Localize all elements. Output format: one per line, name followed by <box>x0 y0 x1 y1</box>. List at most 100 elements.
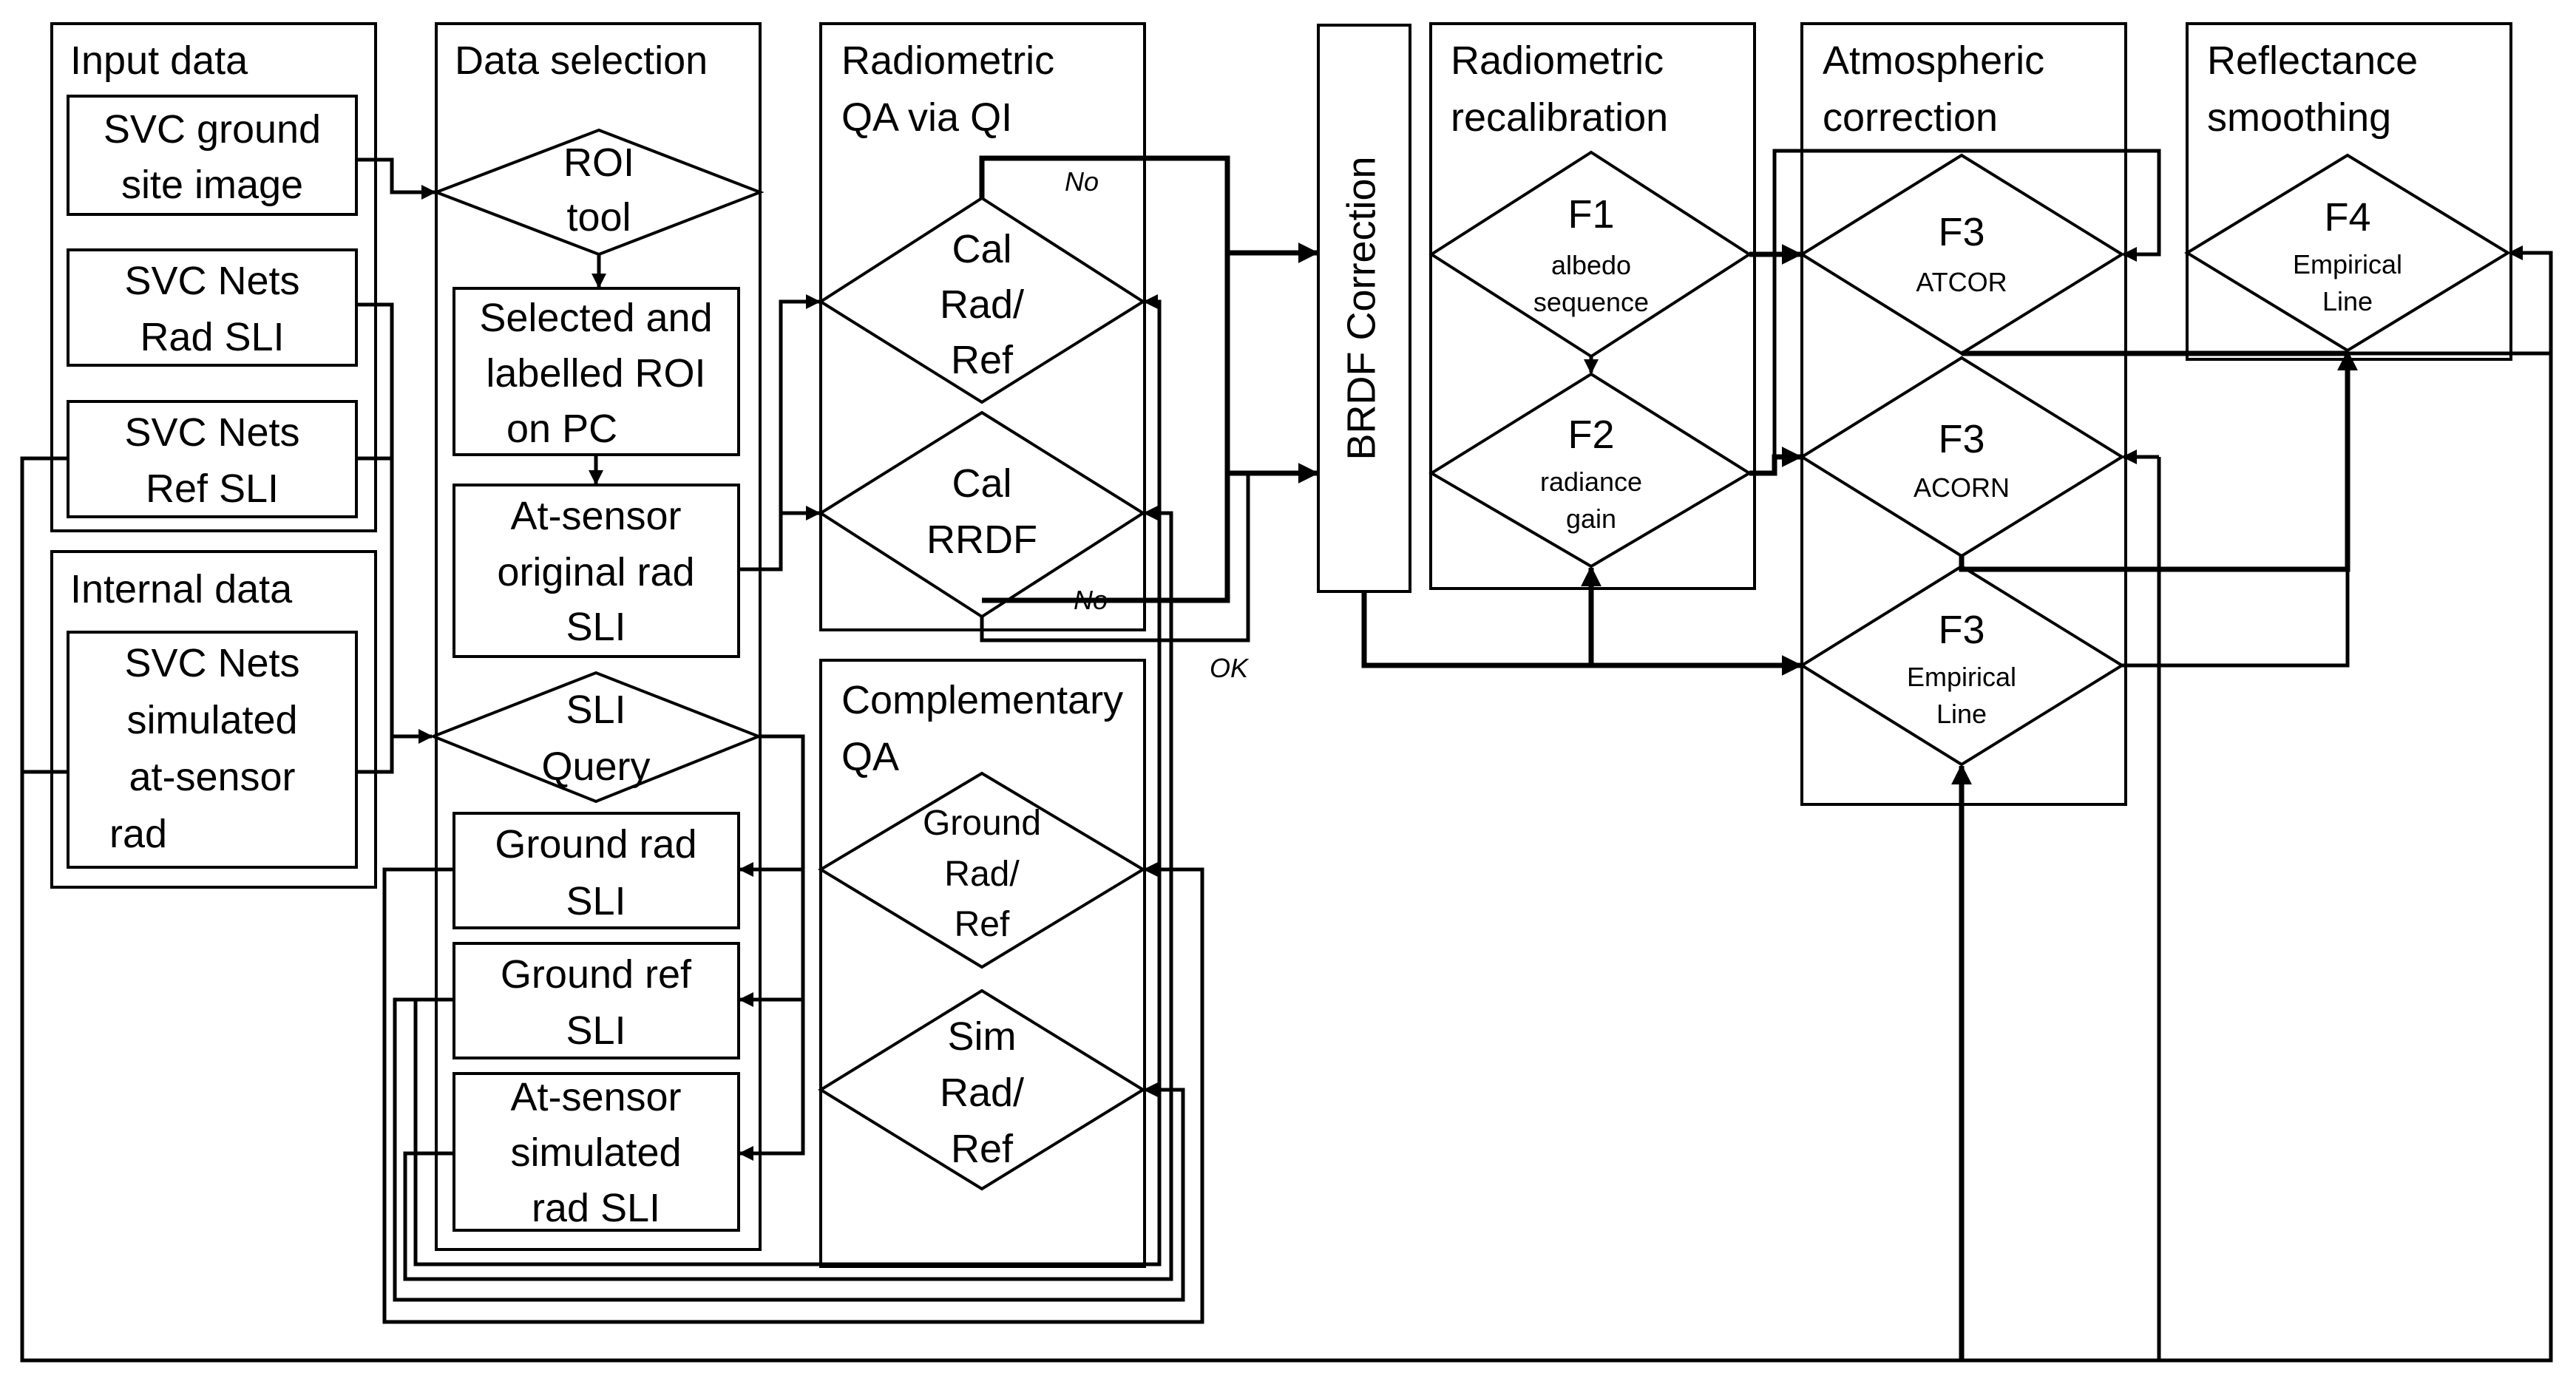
diamond-cal-rad-ref: Cal Rad/ Ref <box>818 196 1146 404</box>
box-text: SVC ground <box>104 107 321 152</box>
box-text: SLI <box>566 605 626 649</box>
diamond-title: F3 <box>1938 417 1984 461</box>
diamond-text: Cal <box>952 227 1011 271</box>
diamond-ground-rad-ref: Ground Rad/ Ref <box>818 771 1146 969</box>
box-text: SLI <box>566 879 626 923</box>
diamond-text: Ref <box>951 1127 1014 1171</box>
diamond-text: albedo <box>1551 250 1631 280</box>
panel-title-data-selection: Data selection <box>455 38 708 83</box>
diamond-sim-rad-ref: Sim Rad/ Ref <box>818 988 1146 1191</box>
line-ok-path <box>980 473 1250 642</box>
arrow-at-sensor-to-cal-rad <box>739 294 821 572</box>
box-text: Ground rad <box>495 822 696 867</box>
arrow-brdf-to-f2 <box>1361 566 1601 668</box>
box-text: SVC Nets <box>124 410 299 455</box>
diamond-text: Rad/ <box>944 855 1020 894</box>
diamond-text: sequence <box>1533 287 1649 317</box>
panel-title-atmospheric-2: correction <box>1823 95 1998 140</box>
diamond-title: F3 <box>1938 210 1984 254</box>
line-no-loop <box>979 155 1230 603</box>
panel-title-reflectance-1: Reflectance <box>2207 38 2418 83</box>
diamond-roi-tool: ROI tool <box>432 128 765 257</box>
panel-title-reflectance-2: smoothing <box>2207 95 2391 140</box>
connectors <box>20 149 2553 1363</box>
box-at-sensor-original-rad: At-sensor original rad SLI <box>453 484 740 658</box>
diamond-text: Empirical <box>1907 662 2016 692</box>
diamond-text: ACORN <box>1914 472 2010 503</box>
box-text: SVC Nets <box>124 641 299 685</box>
label-no-top: No <box>1065 166 1099 197</box>
panel-title-internal-data: Internal data <box>70 567 293 611</box>
diamond-text: Ref <box>951 338 1014 382</box>
arrow-ground-image-to-roi <box>356 157 436 200</box>
box-svc-nets-ref-sli: SVC Nets Ref SLI <box>67 400 358 518</box>
box-text: SVC Nets <box>124 259 299 303</box>
diamond-cal-rrdf: Cal RRDF <box>818 410 1146 619</box>
line-el-to-f4 <box>2122 569 2350 668</box>
arrow-sim-sli-to-cal <box>403 506 1173 1281</box>
box-text: simulated <box>510 1130 681 1175</box>
box-selected-labelled-roi: Selected and labelled ROI on PC <box>453 287 740 456</box>
diamond-title: F3 <box>1938 608 1984 652</box>
diamond-text: Ground <box>923 804 1041 843</box>
box-svc-ground-site-image: SVC ground site image <box>67 95 358 216</box>
panel-brdf-correction: BRDF Correction <box>1317 24 1411 593</box>
box-svc-nets-rad-sli: SVC Nets Rad SLI <box>67 248 358 367</box>
panel-title-recalibration-1: Radiometric <box>1451 38 1664 83</box>
arrow-ground-rad-to-qa <box>382 862 1204 1324</box>
diamond-title: F2 <box>1567 413 1614 457</box>
arrow-loop-to-atcor <box>1772 149 2161 457</box>
box-ground-ref-sli: Ground ref SLI <box>453 942 740 1059</box>
panel-title-input-data: Input data <box>70 38 248 83</box>
box-text: site image <box>121 163 303 207</box>
box-text: labelled ROI <box>486 351 705 396</box>
panel-title-radiometric-qa-2: QA via QI <box>841 95 1012 140</box>
box-text: Ground ref <box>501 952 692 997</box>
box-text: at-sensor <box>129 755 295 799</box>
panel-title-brdf-correction: BRDF Correction <box>1339 156 1383 460</box>
box-text: rad SLI <box>532 1186 660 1230</box>
panel-title-recalibration-2: recalibration <box>1451 95 1668 140</box>
box-text: rad <box>109 812 167 856</box>
diamond-sli-query: SLI Query <box>429 671 763 804</box>
box-text: Rad SLI <box>140 315 284 359</box>
diamond-text: Line <box>1936 699 1987 729</box>
panel-title-radiometric-qa-1: Radiometric <box>841 38 1054 83</box>
diamond-text: ROI <box>563 140 634 185</box>
box-ground-rad-sli: Ground rad SLI <box>453 812 740 929</box>
panel-title-atmospheric-1: Atmospheric <box>1823 38 2044 83</box>
line-sli-bus <box>356 302 394 774</box>
box-text: Ref SLI <box>146 467 279 511</box>
diamond-text: ATCOR <box>1916 267 2007 297</box>
box-text: simulated <box>126 698 297 742</box>
box-svc-nets-simulated: SVC Nets simulated at-sensor rad <box>67 631 358 869</box>
box-text: At-sensor <box>510 494 681 538</box>
diamond-title: F4 <box>2324 195 2370 240</box>
box-text: original rad <box>497 550 694 594</box>
diamond-text: gain <box>1566 503 1616 534</box>
diamond-text: radiance <box>1540 467 1642 497</box>
panel-title-complementary-qa-2: QA <box>841 735 899 779</box>
diamond-f2-radiance-gain: F2 radiance gain <box>1428 372 1752 569</box>
diamond-title: F1 <box>1567 192 1614 237</box>
diamond-text: tool <box>566 195 631 240</box>
box-text: SLI <box>566 1008 626 1053</box>
diamond-f1-albedo-sequence: F1 albedo sequence <box>1428 150 1752 359</box>
diamond-text: Ref <box>955 905 1010 944</box>
panel-title-complementary-qa-1: Complementary <box>841 678 1123 722</box>
diamond-text: Empirical <box>2293 249 2402 279</box>
label-ok: OK <box>1210 653 1250 683</box>
arrow-return-loop-to-f4 <box>20 245 2553 1363</box>
diamond-text: Line <box>2322 286 2373 316</box>
box-text: Selected and <box>479 296 712 340</box>
box-at-sensor-simulated-rad: At-sensor simulated rad SLI <box>453 1072 740 1232</box>
arrow-query-to-sim-sli <box>739 734 805 1161</box>
box-text: on PC <box>506 407 617 451</box>
arrow-ref-to-cal-rad <box>413 294 1162 1266</box>
diamond-text: Query <box>541 745 650 789</box>
arrow-f2-to-acorn <box>1749 447 1803 476</box>
arrow-acorn-to-f4 <box>1959 350 2358 572</box>
diamond-text: Rad/ <box>940 282 1024 327</box>
box-text: At-sensor <box>510 1075 681 1119</box>
diamond-text: Rad/ <box>940 1071 1024 1115</box>
